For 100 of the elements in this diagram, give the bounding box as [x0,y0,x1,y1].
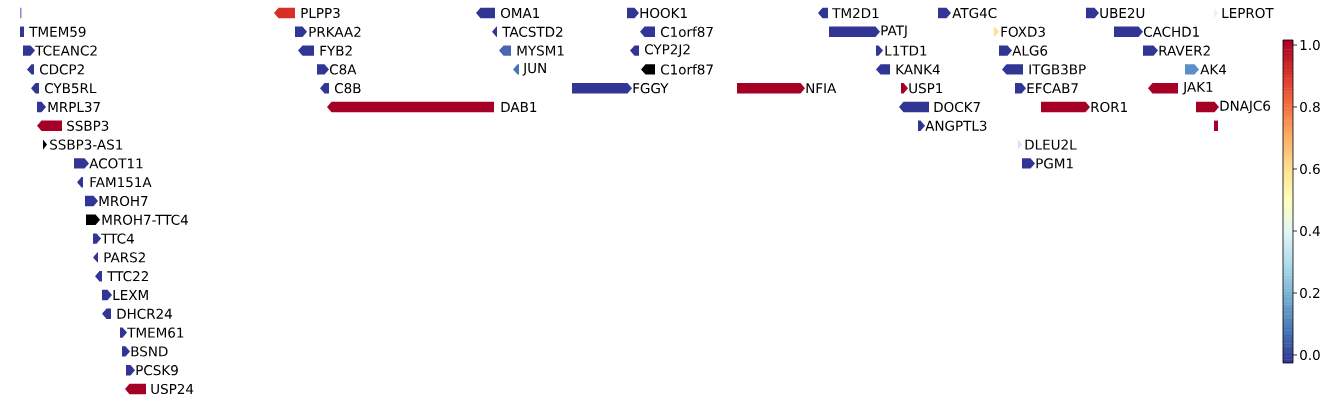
gene-glyph: C1orf87 [641,64,713,75]
node-label: CDCP2 [39,64,84,75]
gene-glyph: MROH7 [85,195,148,207]
node-label: ATG4C [952,7,997,19]
node-label: LEXM [113,290,148,300]
node-label: PATJ [881,25,907,39]
node-label: BSND [131,346,168,357]
node-label: TTC22 [107,271,148,282]
gene-glyph: DLEU2L [1018,139,1077,150]
node-label: MROH7-TTC4 [102,214,188,225]
node-label: PGM1 [1036,158,1073,169]
gene-glyph: USP1 [901,83,943,94]
gene-glyph: FOXD3 [994,26,1045,37]
node-label: HOOK1 [640,7,687,19]
gene-glyph: CYP2J2 [630,44,690,57]
gene-glyph: DAB1 [327,101,537,113]
node-label: MROH7 [99,195,148,207]
gene-glyph: AK4 [1185,64,1227,75]
gene-glyph: EFCAB7 [1015,83,1078,94]
gene-glyph: MROH7-TTC4 [86,214,188,225]
gene-glyph: C1orf87 [640,26,713,37]
gene-glyph: TCEANC2 [23,45,97,56]
node-label: C8A [329,64,357,75]
tick-label: 0.2 [1300,287,1320,299]
node-label: EFCAB7 [1027,83,1078,94]
tick-label: 1.0 [1300,39,1320,51]
gene-glyph: ROR1 [1041,101,1127,113]
node-label: ROR1 [1091,101,1127,113]
node-label: C1orf87 [660,64,713,75]
gene-glyph: ANGPTL3 [918,120,987,131]
gene-glyph: LEPROT [1214,7,1274,19]
gene-glyph: CYB5RL [31,83,97,94]
node-label: MYSM1 [517,45,564,56]
node-label: PCSK9 [136,365,178,376]
node-label: USP1 [909,83,943,94]
gene-glyph: LEXM [102,289,148,301]
gene-glyph: HOOK1 [627,7,687,19]
node-label: RAVER2 [1159,45,1210,56]
gene-glyph: NFIA [737,83,837,94]
gene-glyph: DHCR24 [102,308,172,319]
gene-glyph: L1TD1 [876,45,927,56]
node-label: JUN [522,63,546,76]
tick-label: 0.0 [1300,349,1320,361]
node-label: PLPP3 [301,7,340,19]
gene-glyph: ATG4C [938,7,997,19]
node-label: KANK4 [896,64,940,75]
gene-glyph: ALG6 [999,45,1048,56]
gene-glyph: PRKAA2 [295,26,361,37]
gene-glyph: OMA1 [476,7,540,19]
node-label: CYB5RL [44,83,97,94]
node-label: NFIA [806,83,837,94]
node-label: JAK1 [1182,81,1213,95]
gene-glyph: ITGB3BP [1002,64,1086,75]
node-label: ALG6 [1012,45,1048,56]
gene-glyph: DNAJC6 [1196,100,1271,114]
gene-glyph: FGGY [572,83,669,94]
gene-glyph: TM2D1 [818,7,879,19]
node-label: C8B [334,83,361,94]
node-label: MRPL37 [48,101,100,113]
gene-glyph: TTC4 [93,233,134,244]
node-label: OMA1 [500,7,540,19]
gene-glyph: FAM151A [77,177,152,188]
node-label: CACHD1 [1143,26,1199,37]
node-label: SSBP3 [67,120,109,131]
gene-glyph: CACHD1 [1114,26,1199,37]
gene-glyph: SSBP3 [37,120,109,131]
gene-glyph: KANK4 [876,64,940,75]
tick-label: 0.8 [1300,101,1320,113]
node-label: FAM151A [90,177,152,188]
gene-glyph: PGM1 [1022,158,1073,169]
gene-glyph: JAK1 [1148,81,1213,95]
tick-label: 0.4 [1300,225,1320,237]
node-label: DHCR24 [117,308,172,319]
gene-glyph: PATJ [829,25,907,39]
node-label: CYP2J2 [644,44,690,57]
gene-glyph: ACOT11 [74,158,143,169]
gene-glyph: C8A [317,64,357,75]
node-label: TM2D1 [832,7,879,19]
node-label: ACOT11 [89,158,143,169]
node-label: DOCK7 [934,101,980,113]
gene-glyph: RAVER2 [1143,45,1210,56]
gene-glyph: BSND [122,346,168,357]
gene-glyph: MYSM1 [499,45,564,56]
gene-glyph: UBE2U [1086,7,1145,19]
gene-glyph: JUN [513,63,546,76]
gene-glyph: SSBP3-AS1 [43,139,123,150]
node-label: UBE2U [1100,7,1145,19]
node-label: FYB2 [320,45,352,56]
node-label: DAB1 [501,102,537,112]
node-label: ITGB3BP [1029,64,1086,75]
gene-glyph: TMEM61 [120,327,184,338]
node-label: L1TD1 [885,45,927,56]
node-label: TCEANC2 [35,45,97,56]
gene-bar [1214,120,1218,131]
gene-glyph: C8B [320,83,361,94]
gene-glyph: PCSK9 [126,365,178,376]
gene-glyph: TACSTD2 [492,26,563,37]
node-label: AK4 [1200,64,1227,75]
node-label: USP24 [151,383,194,395]
gene-glyph: PLPP3 [274,7,340,19]
